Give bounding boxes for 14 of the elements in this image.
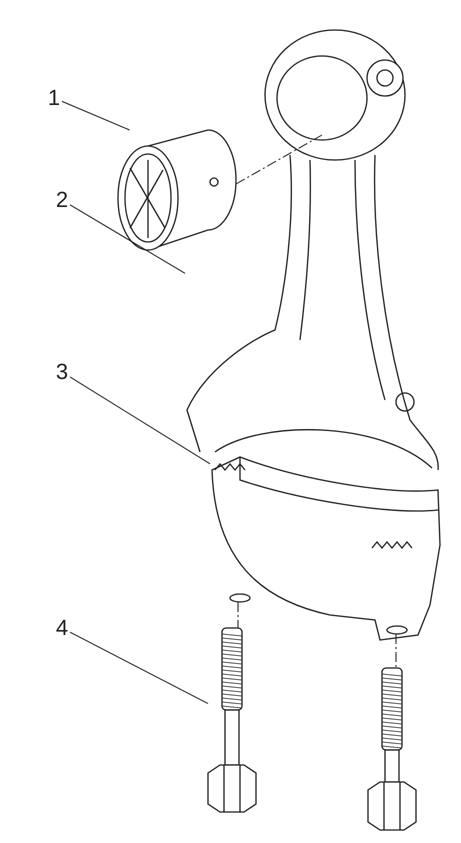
center-line [236, 134, 322, 184]
leader-line [70, 632, 208, 704]
leader-line [62, 100, 130, 130]
bolt-drawing [367, 667, 417, 831]
leader-line [70, 204, 186, 274]
bolt-drawing [207, 627, 257, 813]
callout-number: 2 [54, 188, 70, 212]
bushing-drawing [117, 129, 237, 251]
connecting-rod-drawing [186, 29, 439, 470]
rod-cap-drawing [211, 456, 441, 641]
callout-number: 4 [54, 616, 70, 640]
callout-number: 3 [54, 360, 70, 384]
leader-line [70, 376, 210, 464]
callout-number: 1 [46, 86, 62, 110]
